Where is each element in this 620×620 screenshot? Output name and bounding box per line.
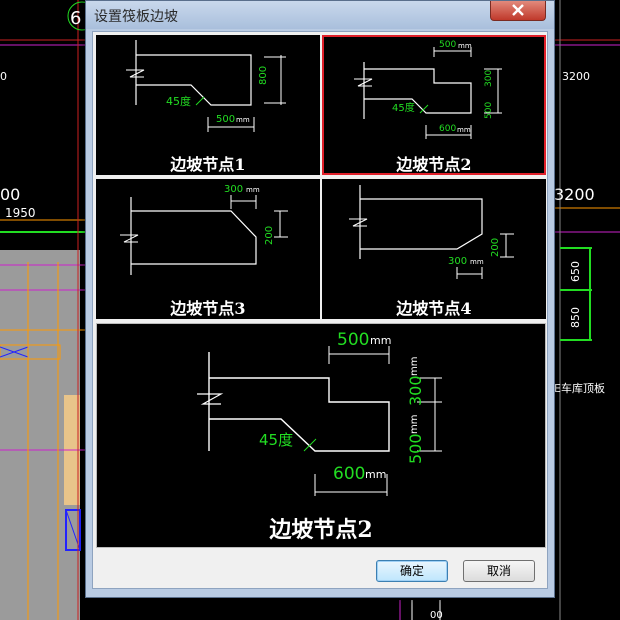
slope-node-3-diagram [120,195,288,275]
preview-bottom-unit: mm [365,468,387,481]
selected-node-preview: 45度 500 mm 300 mm 500 mm 600 mm 边坡节点2 [96,323,546,548]
bg-dim-label-00: 00 [0,185,20,204]
bg-dim-label-650: 650 [569,261,582,282]
bg-dim-label-1950: 1950 [5,206,36,220]
preview-diagram [197,346,442,496]
slope-option-4[interactable]: 300 mm 200 边坡节点4 [322,179,546,319]
slope-option-1[interactable]: 45度 500 mm 800 边坡节点1 [96,35,320,175]
dialog-client-area: 45度 500 mm 800 边坡节点1 45 [92,31,548,589]
option-3-width: 300 [224,184,244,195]
option-2-angle: 45度 [392,103,415,114]
close-icon [512,4,524,16]
bg-dim-label-0: 0 [0,70,7,83]
option-2-bottom-unit: mm [457,126,471,134]
option-2-step: 300 [484,69,494,87]
option-3-label: 边坡节点3 [170,299,246,318]
option-2-top: 500 [439,40,457,50]
bg-axis-label-6: 6 [70,8,81,29]
option-4-height: 200 [490,237,501,257]
preview-bottom: 600 [333,464,366,484]
option-4-label: 边坡节点4 [396,299,472,318]
preview-step-unit: mm [409,356,420,376]
bg-dim-label-850: 850 [569,307,582,328]
dialog-titlebar[interactable]: 设置筏板边坡 [86,1,554,29]
slope-node-2-diagram [354,47,502,139]
bg-note-label: E车库顶板 [554,381,605,395]
bg-dim-label-3200: 3200 [554,185,595,204]
slope-option-2[interactable]: 45度 500 mm 300 500 600 mm 边坡节点2 [322,35,546,175]
preview-height-unit: mm [409,414,420,434]
preview-angle: 45度 [259,431,294,449]
raft-slope-dialog: 设置筏板边坡 45度 500 mm [85,0,555,598]
option-1-height: 800 [258,65,269,85]
cancel-button[interactable]: 取消 [463,560,535,582]
dialog-title: 设置筏板边坡 [94,9,178,25]
preview-height: 500 [406,433,425,464]
option-1-width-unit: mm [236,116,250,124]
option-2-bottom: 600 [439,124,457,134]
option-3-width-unit: mm [246,186,260,194]
preview-step: 300 [406,375,425,406]
option-2-height: 500 [484,101,494,119]
preview-top-unit: mm [370,334,392,347]
option-3-height: 200 [264,225,275,245]
slope-node-1-diagram [126,40,286,132]
option-4-width-unit: mm [470,258,484,266]
bg-dim-label-3200-small: 3200 [562,70,590,83]
slope-node-4-diagram [349,185,514,279]
option-2-top-unit: mm [458,42,472,50]
svg-text:00: 00 [430,610,443,620]
option-1-angle: 45度 [166,95,191,108]
preview-top: 500 [337,330,370,350]
close-button[interactable] [490,1,546,21]
slope-option-3[interactable]: 300 mm 200 边坡节点3 [96,179,320,319]
option-2-label: 边坡节点2 [396,155,472,174]
ok-button[interactable]: 确定 [376,560,448,582]
preview-title: 边坡节点2 [269,517,373,543]
option-4-width: 300 [448,256,468,267]
option-1-width: 500 [216,114,236,125]
option-1-label: 边坡节点1 [170,155,246,174]
